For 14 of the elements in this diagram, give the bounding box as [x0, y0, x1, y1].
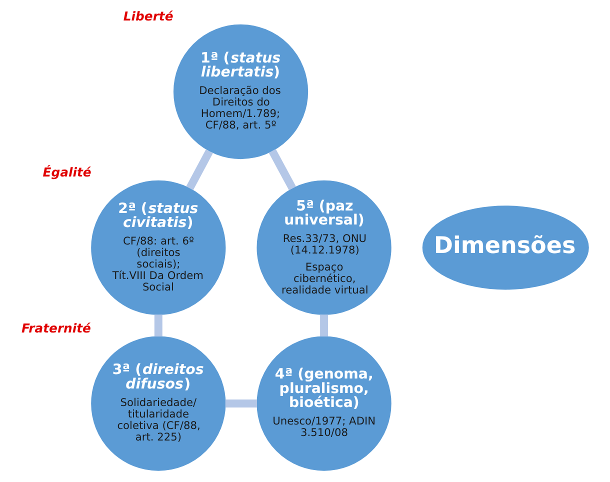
node-circle: 5ª (paz universal) Res.33/73, ONU (14.12.1978) Espaço cibernético, realidade virtual [256, 180, 392, 315]
node-circle: 2ª (status civitatis) CF/88: art. 6º (direitos sociais); Tít.VIII Da Ordem Social [91, 180, 226, 315]
connector [320, 314, 328, 337]
connector [186, 149, 213, 190]
node-circle: 4ª (genoma, pluralismo, bioética) Unesco/1977; ADIN 3.510/08 [256, 336, 392, 471]
connector [154, 314, 162, 337]
connector [268, 149, 296, 190]
node-label: Liberté [123, 8, 174, 24]
node-circle: 1ª (status libertatis) Declaração dos Direitos do Homem/1.789; CF/88, art. 5º [173, 24, 308, 160]
node-label: Fraternité [22, 320, 91, 336]
node-label: Égalité [42, 164, 92, 180]
node-ellipse: Dimensões [422, 206, 589, 290]
connector [225, 400, 257, 408]
node-circle: 3ª (direitos difusos) Solidariedade/ titularidade coletiva (CF/88, art. 225) [91, 336, 226, 471]
